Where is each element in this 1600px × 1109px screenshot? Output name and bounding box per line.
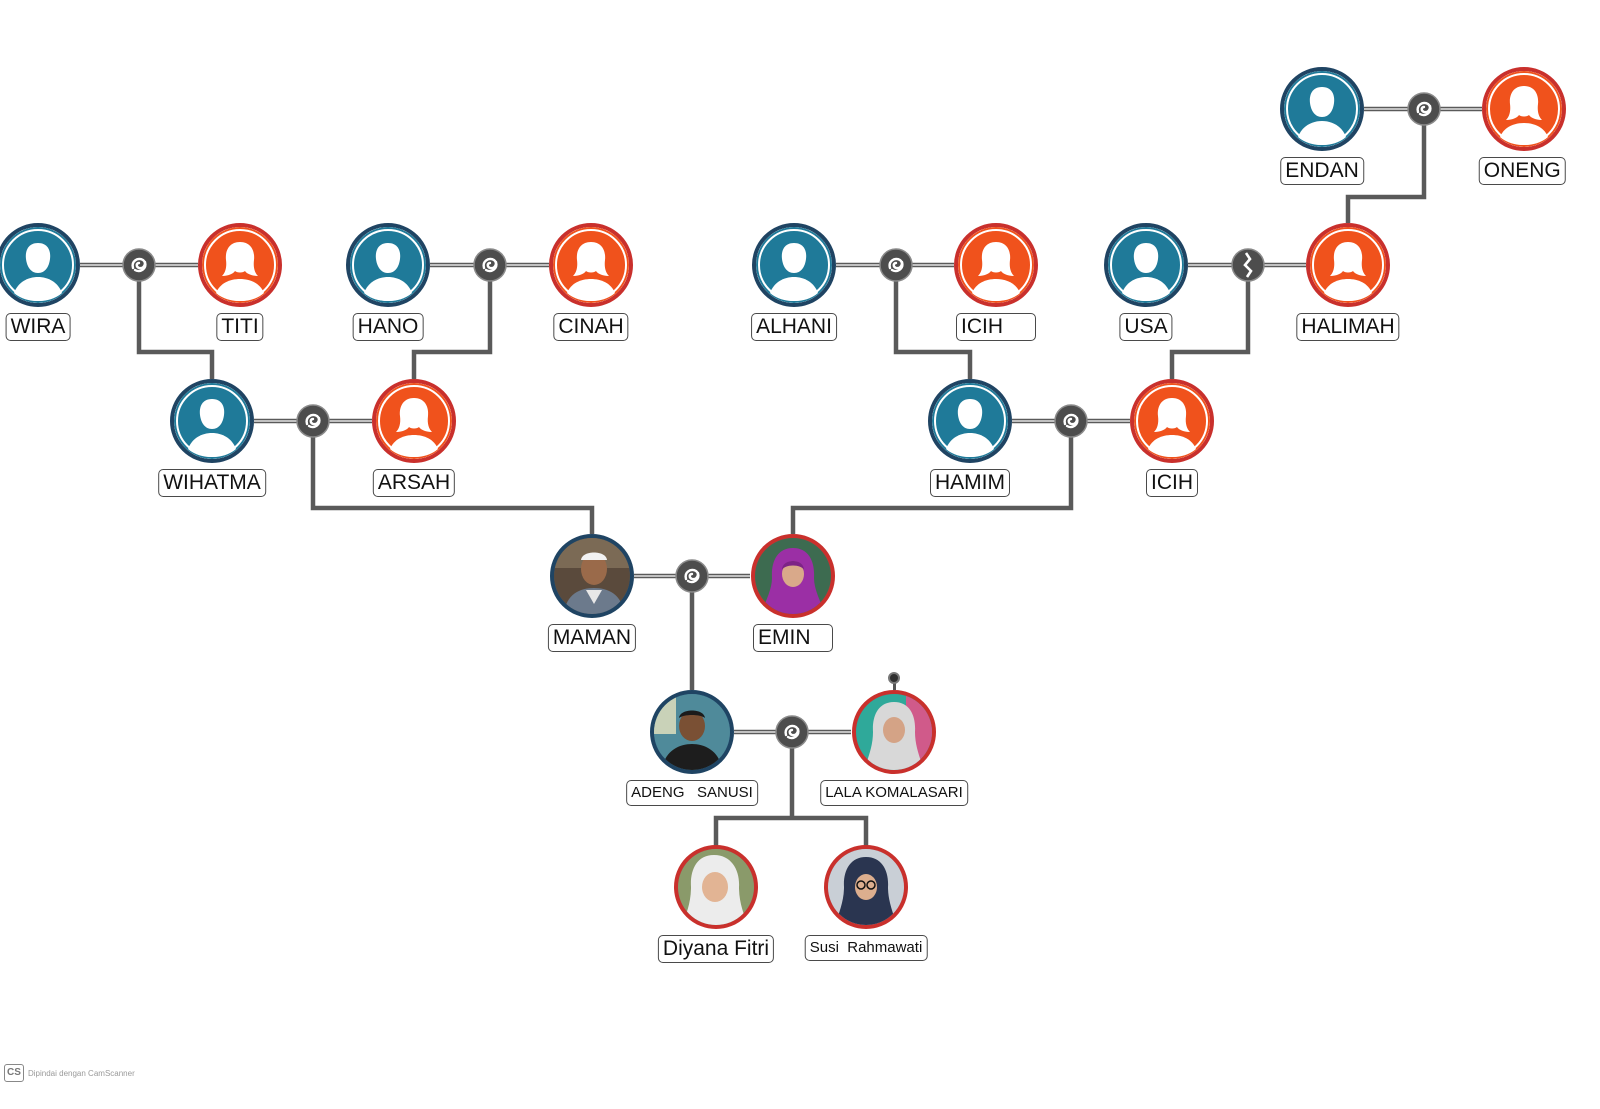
photo-portrait-icon [674,845,758,929]
camscanner-logo-icon: CS [4,1064,24,1082]
person-name: LALA KOMALASARI [820,780,968,806]
female-person-icon [1130,379,1214,463]
male-person-icon [1104,223,1188,307]
married-knot-icon [775,715,809,749]
female-person-icon [954,223,1038,307]
photo-portrait-icon [824,845,908,929]
married-knot-icon [1054,404,1088,438]
person-name: Susi Rahmawati [804,935,928,961]
pin-icon[interactable] [888,672,900,684]
person-name: ICIH [956,313,1036,341]
person-name: ENDAN [1280,157,1364,185]
male-person-icon [170,379,254,463]
person-name: HANO [352,313,424,341]
married-knot-icon [122,248,156,282]
married-knot-icon [675,559,709,593]
male-person-icon [928,379,1012,463]
person-name: ICIH [1146,469,1198,497]
person-name: CINAH [553,313,629,341]
person-name: ALHANI [751,313,837,341]
person-name: HAMIM [930,469,1010,497]
person-name: ADENG SANUSI [626,780,758,806]
married-knot-icon [1407,92,1441,126]
person-name: ARSAH [372,469,456,497]
person-name: ONENG [1478,157,1566,185]
person-name: HALIMAH [1296,313,1400,341]
female-person-icon [372,379,456,463]
photo-portrait-icon [550,534,634,618]
person-name: USA [1119,313,1173,341]
married-knot-icon [296,404,330,438]
divorced-knot-icon [1231,248,1265,282]
female-person-icon [1482,67,1566,151]
male-person-icon [752,223,836,307]
married-knot-icon [473,248,507,282]
person-name: WIRA [5,313,71,341]
photo-portrait-icon [751,534,835,618]
watermark-text: Dipindai dengan CamScanner [28,1068,135,1078]
married-knot-icon [879,248,913,282]
female-person-icon [1306,223,1390,307]
male-person-icon [1280,67,1364,151]
scanner-watermark: CS Dipindai dengan CamScanner [4,1064,135,1082]
photo-portrait-icon [650,690,734,774]
person-name: Diyana Fitri [657,935,775,963]
photo-portrait-icon [852,690,936,774]
person-name: MAMAN [547,624,637,652]
male-person-icon [346,223,430,307]
pin-stem [892,680,896,690]
female-person-icon [198,223,282,307]
person-name: EMIN [753,624,833,652]
male-person-icon [0,223,80,307]
person-name: WIHATMA [158,469,266,497]
female-person-icon [549,223,633,307]
person-name: TITI [216,313,264,341]
